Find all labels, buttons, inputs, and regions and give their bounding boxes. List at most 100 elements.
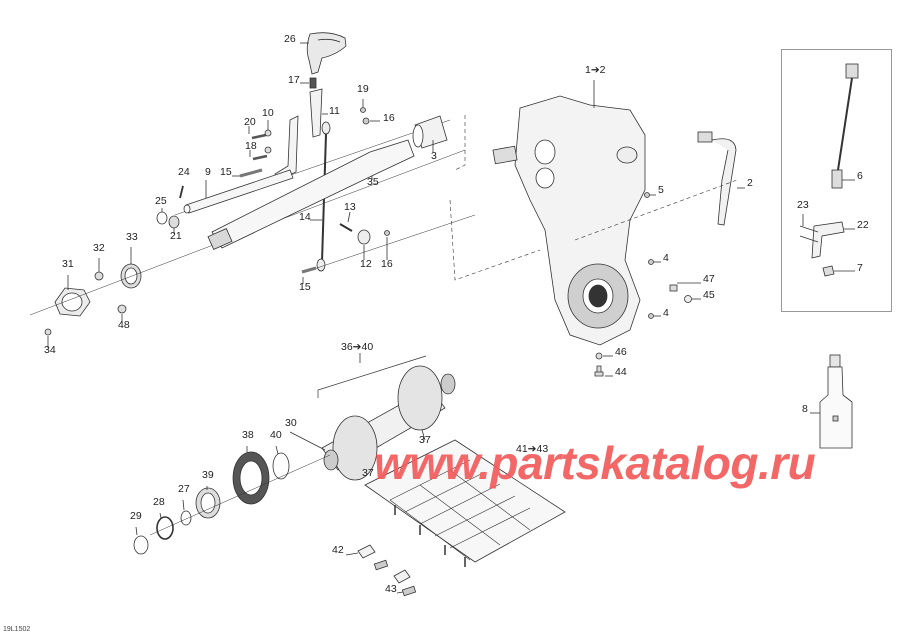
ring-part-21[interactable] bbox=[168, 215, 180, 229]
callout-c4a[interactable]: 4 bbox=[663, 252, 669, 264]
callout-c1to2[interactable]: 1➔2 bbox=[585, 64, 606, 76]
collar-part-12[interactable] bbox=[357, 229, 371, 245]
clip-part-42[interactable] bbox=[357, 544, 376, 559]
spring-part-17[interactable] bbox=[300, 77, 317, 89]
callout-c36to40[interactable]: 36➔40 bbox=[341, 341, 374, 353]
callout-c44[interactable]: 44 bbox=[615, 366, 627, 378]
callout-c39[interactable]: 39 bbox=[202, 469, 214, 481]
callout-c16a[interactable]: 16 bbox=[383, 112, 395, 124]
callout-c25[interactable]: 25 bbox=[155, 195, 167, 207]
callout-c2[interactable]: 2 bbox=[747, 177, 753, 189]
ring-part-27[interactable] bbox=[180, 510, 192, 526]
gearbox-housing-part-1[interactable] bbox=[492, 80, 646, 346]
callout-c18[interactable]: 18 bbox=[245, 140, 257, 152]
clip-part-47[interactable] bbox=[669, 284, 678, 292]
callout-c16b[interactable]: 16 bbox=[381, 258, 393, 270]
callout-c26[interactable]: 26 bbox=[284, 33, 296, 45]
callout-c20[interactable]: 20 bbox=[244, 116, 256, 128]
nut-part-16a[interactable] bbox=[362, 117, 370, 125]
callout-c23[interactable]: 23 bbox=[797, 199, 809, 211]
bolt-part-20[interactable] bbox=[248, 126, 267, 140]
callout-c43[interactable]: 43 bbox=[385, 583, 397, 595]
callout-c35[interactable]: 35 bbox=[367, 176, 379, 188]
bearing-part-39[interactable] bbox=[195, 486, 221, 519]
callout-c28[interactable]: 28 bbox=[153, 496, 165, 508]
callout-c11[interactable]: 11 bbox=[329, 105, 340, 117]
callout-c38[interactable]: 38 bbox=[242, 429, 254, 441]
callout-c40[interactable]: 40 bbox=[270, 429, 282, 441]
wire-harness-part-2[interactable] bbox=[697, 131, 745, 226]
callout-c47[interactable]: 47 bbox=[703, 273, 715, 285]
nut-part-16b[interactable] bbox=[384, 230, 390, 236]
ring-part-29[interactable] bbox=[133, 535, 149, 555]
callout-c12[interactable]: 12 bbox=[360, 258, 372, 270]
callout-c15b[interactable]: 15 bbox=[299, 281, 311, 293]
callout-c17[interactable]: 17 bbox=[288, 74, 300, 86]
washer-part-7[interactable] bbox=[822, 265, 835, 277]
callout-c29[interactable]: 29 bbox=[130, 510, 142, 522]
nut-part-48[interactable] bbox=[117, 304, 127, 314]
washer-part-46[interactable] bbox=[595, 352, 603, 360]
callout-c24[interactable]: 24 bbox=[178, 166, 190, 178]
callout-c4b[interactable]: 4 bbox=[663, 307, 669, 319]
callout-c37b[interactable]: 37 bbox=[362, 467, 374, 479]
bolt-part-34[interactable] bbox=[44, 328, 52, 336]
callout-c8[interactable]: 8 bbox=[802, 403, 808, 415]
clip-part-43a[interactable] bbox=[373, 559, 389, 571]
callout-c33[interactable]: 33 bbox=[126, 231, 138, 243]
bearing-retainer-part-38[interactable] bbox=[232, 446, 270, 505]
shaft-part-35[interactable] bbox=[207, 139, 415, 250]
pin-part-24[interactable] bbox=[179, 185, 184, 199]
callout-c10[interactable]: 10 bbox=[262, 107, 274, 119]
callout-c37a[interactable]: 37 bbox=[419, 434, 431, 446]
callout-c14[interactable]: 14 bbox=[299, 211, 311, 223]
callout-c13[interactable]: 13 bbox=[344, 201, 356, 213]
callout-c32[interactable]: 32 bbox=[93, 242, 105, 254]
pin-part-15b[interactable] bbox=[301, 266, 317, 284]
oil-bottle-part-8[interactable] bbox=[810, 354, 853, 449]
callout-c30[interactable]: 30 bbox=[285, 417, 297, 429]
nut-part-4a[interactable] bbox=[648, 259, 654, 265]
callout-c46[interactable]: 46 bbox=[615, 346, 627, 358]
callout-c5[interactable]: 5 bbox=[658, 184, 664, 196]
screw-part-23b[interactable] bbox=[799, 235, 819, 243]
bracket-part-22[interactable] bbox=[811, 221, 855, 259]
seal-part-28[interactable] bbox=[156, 516, 174, 540]
screw-part-23a[interactable] bbox=[799, 225, 819, 233]
tube-part-9[interactable] bbox=[183, 169, 294, 214]
callout-c22[interactable]: 22 bbox=[857, 219, 869, 231]
clip-part-43b[interactable] bbox=[401, 585, 417, 597]
nut-part-5[interactable] bbox=[644, 192, 650, 198]
bushing-part-3[interactable] bbox=[412, 115, 448, 152]
shift-knob-part-26[interactable] bbox=[300, 32, 347, 75]
bolt-part-18[interactable] bbox=[249, 150, 268, 161]
callout-c45[interactable]: 45 bbox=[703, 289, 715, 301]
callout-c41to43[interactable]: 41➔43 bbox=[516, 443, 549, 455]
callout-c31[interactable]: 31 bbox=[62, 258, 74, 270]
callout-c6[interactable]: 6 bbox=[857, 170, 863, 182]
bearing-part-33[interactable] bbox=[120, 247, 142, 289]
callout-c21[interactable]: 21 bbox=[170, 230, 182, 242]
washer-part-10b[interactable] bbox=[264, 146, 272, 154]
callout-c19[interactable]: 19 bbox=[357, 83, 369, 95]
callout-c9[interactable]: 9 bbox=[205, 166, 211, 178]
ring-part-25[interactable] bbox=[156, 211, 168, 225]
speed-sensor-part-6[interactable] bbox=[831, 63, 859, 189]
bolt-part-44[interactable] bbox=[594, 365, 604, 377]
nut-part-32[interactable] bbox=[94, 271, 104, 281]
bearing-cap-part-31[interactable] bbox=[54, 275, 91, 317]
bolt-part-45[interactable] bbox=[684, 295, 692, 303]
lever-part-11[interactable] bbox=[309, 88, 328, 138]
nut-part-19[interactable] bbox=[360, 107, 366, 113]
washer-part-10a[interactable] bbox=[264, 129, 272, 137]
o-ring-part-40[interactable] bbox=[272, 452, 290, 480]
callout-c7[interactable]: 7 bbox=[857, 262, 863, 274]
callout-c34[interactable]: 34 bbox=[44, 344, 56, 356]
nut-part-4b[interactable] bbox=[648, 313, 654, 319]
pin-part-13[interactable] bbox=[339, 223, 353, 232]
drive-axle-part-36[interactable] bbox=[321, 365, 456, 481]
pin-part-15a[interactable] bbox=[232, 168, 263, 178]
callout-c42[interactable]: 42 bbox=[332, 544, 344, 556]
callout-c48[interactable]: 48 bbox=[118, 319, 130, 331]
callout-c15a[interactable]: 15 bbox=[220, 166, 232, 178]
